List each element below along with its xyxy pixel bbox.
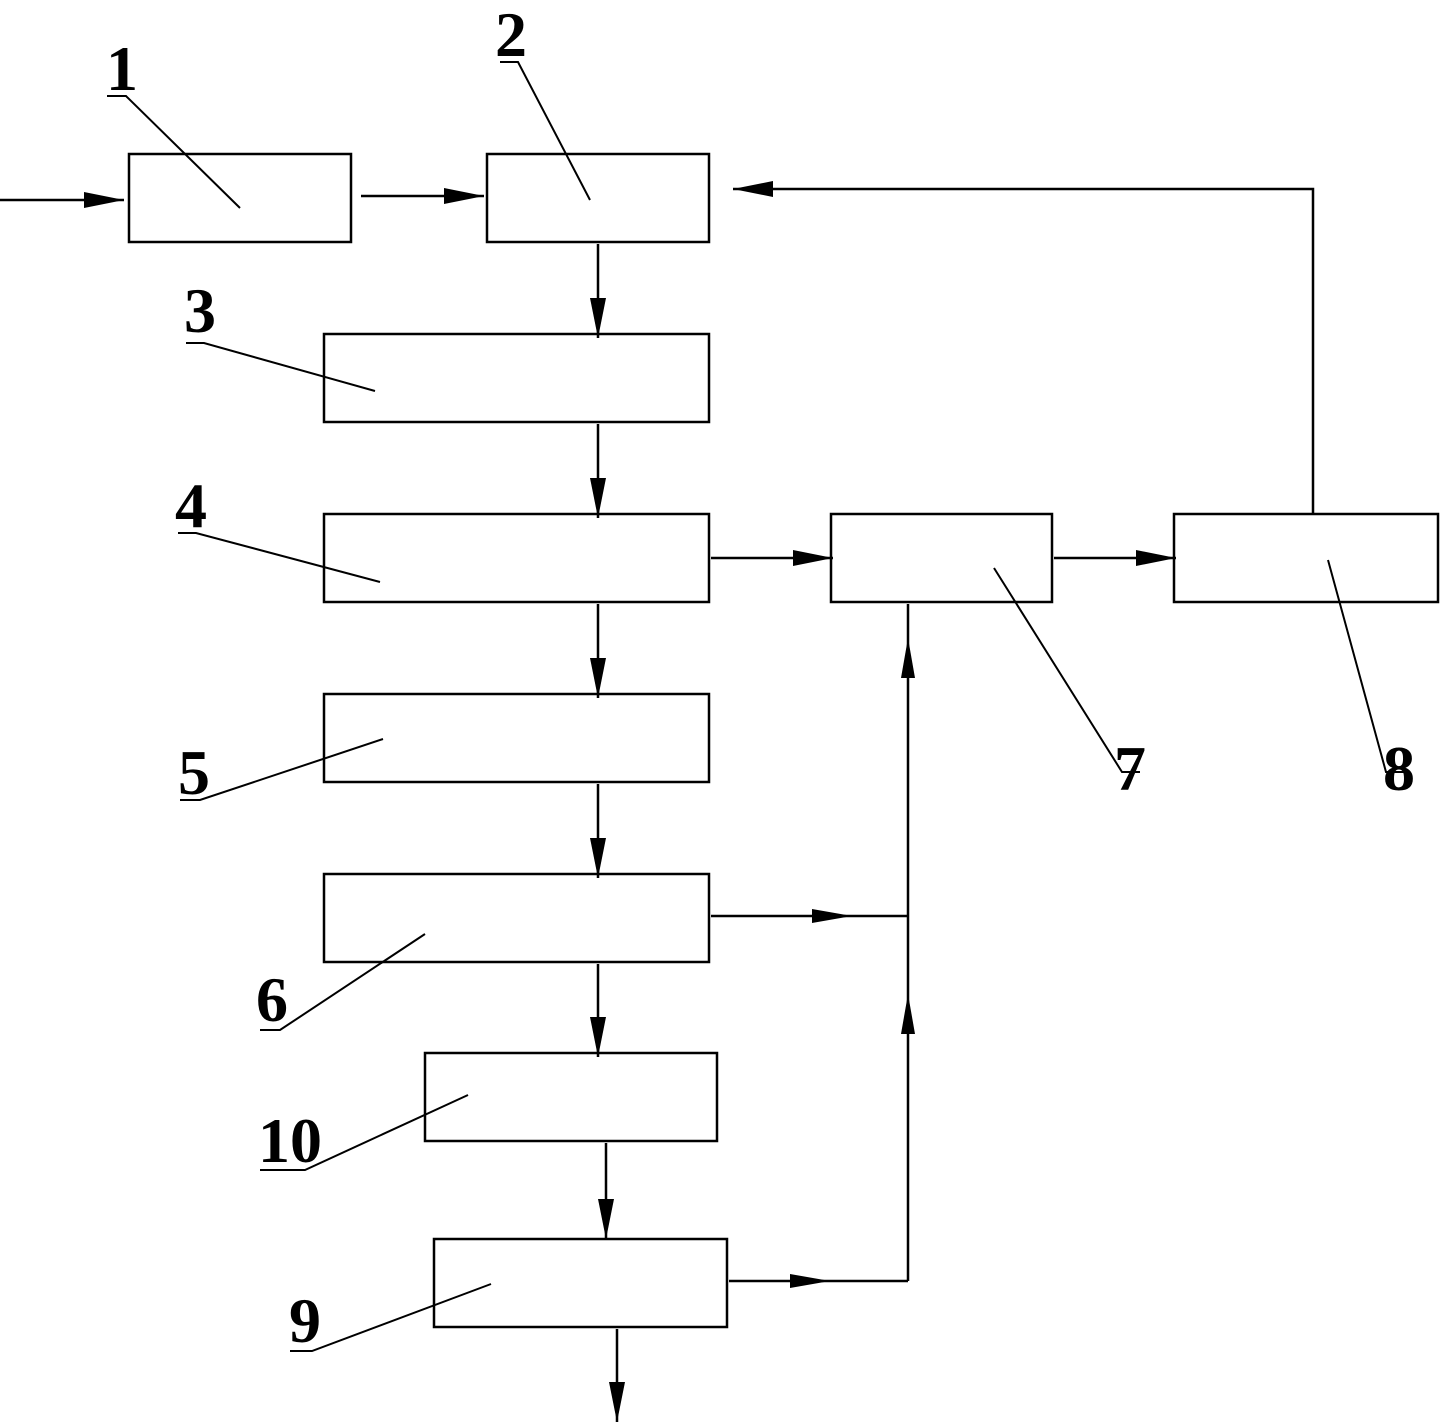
box-1 — [127, 152, 353, 244]
label-7: 7 — [1114, 733, 1146, 804]
box-8 — [1172, 512, 1440, 604]
label-1: 1 — [106, 33, 138, 104]
arrowhead-9-branch — [790, 1274, 830, 1288]
label-3: 3 — [184, 275, 216, 346]
box-6 — [322, 872, 711, 964]
label-5: 5 — [178, 737, 210, 808]
label-4: 4 — [175, 470, 207, 541]
box-10 — [423, 1051, 719, 1143]
box-7 — [829, 512, 1054, 604]
leader-7 — [993, 567, 1140, 773]
leader-6 — [260, 933, 426, 1031]
leader-5 — [180, 738, 384, 801]
box-9 — [432, 1237, 729, 1329]
leader-4 — [178, 532, 381, 583]
label-8: 8 — [1383, 733, 1415, 804]
box-2 — [485, 152, 711, 244]
arrowhead-6-branch — [812, 909, 852, 923]
leader-9 — [290, 1283, 492, 1352]
leader-2 — [500, 61, 591, 201]
label-2: 2 — [495, 0, 527, 70]
box-5 — [322, 692, 711, 784]
label-10: 10 — [258, 1105, 322, 1176]
leader-1 — [107, 95, 241, 209]
box-4 — [322, 512, 711, 604]
return-line-8-to-2 — [773, 187, 1315, 514]
leader-10 — [260, 1094, 469, 1171]
label-6: 6 — [256, 964, 288, 1035]
arrowhead-collector-lower — [901, 994, 915, 1034]
leader-8 — [1327, 559, 1410, 773]
label-9: 9 — [289, 1285, 321, 1356]
arrowhead-collector-upper — [901, 638, 915, 678]
box-3 — [322, 332, 711, 424]
leader-3 — [186, 342, 376, 392]
